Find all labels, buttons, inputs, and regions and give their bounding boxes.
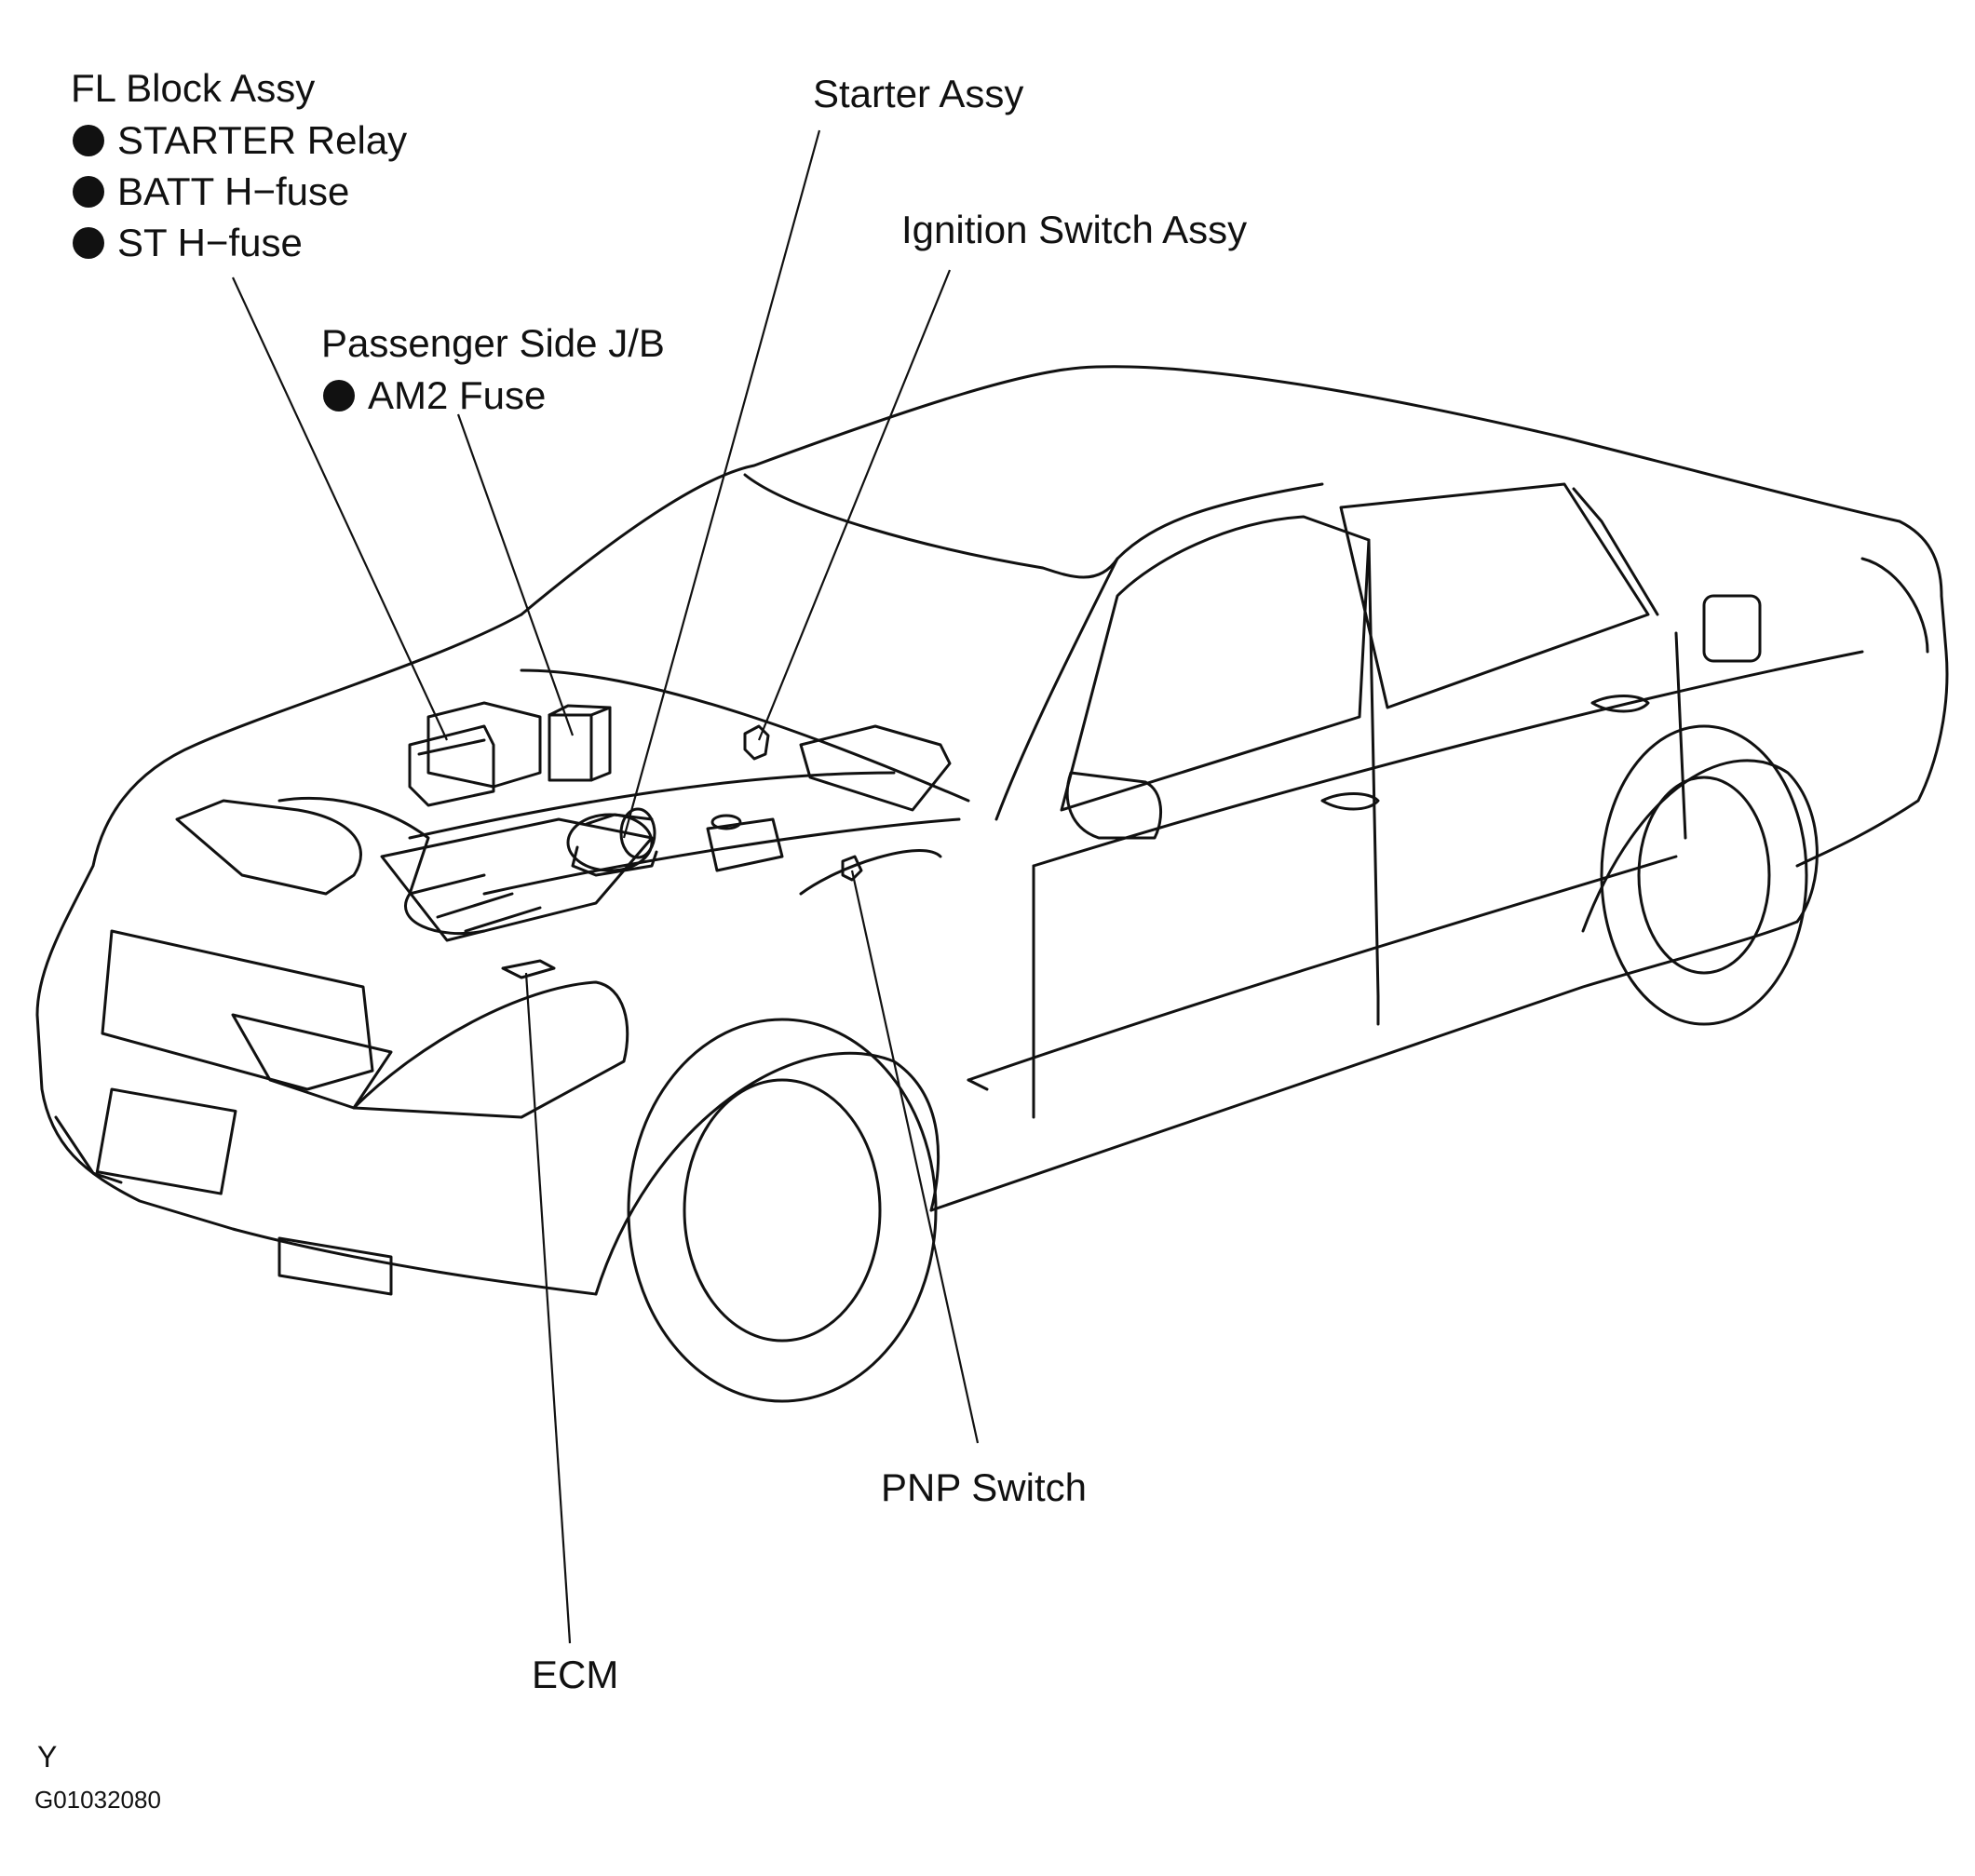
leader-passenger-jb xyxy=(456,413,575,736)
fl-block-item-st-h-fuse: ST H−fuse xyxy=(73,223,303,263)
leader-pnp xyxy=(850,870,980,1444)
ignition-switch-label: Ignition Switch Assy xyxy=(901,208,1248,251)
fl-block-item-batt-h-fuse: BATT H−fuse xyxy=(73,172,349,211)
bullet-icon xyxy=(73,227,104,259)
fl-block-item-label: BATT H−fuse xyxy=(117,169,350,213)
fl-block-item-label: STARTER Relay xyxy=(117,118,408,162)
fl-block-item-starter-relay: STARTER Relay xyxy=(73,121,407,160)
leader-ecm xyxy=(524,972,572,1644)
figure-code: G01032080 xyxy=(34,1786,161,1814)
leader-ignition xyxy=(757,269,952,741)
pnp-switch-label: PNP Switch xyxy=(881,1465,1087,1509)
leader-lines xyxy=(232,129,980,1644)
car-body xyxy=(35,365,1949,1403)
ecm-label: ECM xyxy=(532,1653,619,1696)
reservoir-component xyxy=(706,814,784,872)
passenger-jb-component xyxy=(548,704,612,782)
engine-bay xyxy=(175,796,942,942)
ignition-switch-component xyxy=(743,724,770,761)
bullet-icon xyxy=(323,380,355,412)
passenger-jb-item-am2-fuse: AM2 Fuse xyxy=(323,376,546,415)
fl-block-item-label: ST H−fuse xyxy=(117,221,303,264)
passenger-jb-title: Passenger Side J/B xyxy=(321,321,665,365)
leader-starter xyxy=(622,129,821,839)
ecm-component xyxy=(501,959,556,979)
starter-assy-label: Starter Assy xyxy=(813,72,1024,115)
fl-block-title: FL Block Assy xyxy=(71,66,316,110)
starter-assy-component xyxy=(566,807,658,877)
leader-fl-block xyxy=(232,277,448,741)
passenger-jb-item-label: AM2 Fuse xyxy=(368,373,547,417)
bullet-icon xyxy=(73,125,104,156)
pnp-switch-component xyxy=(841,855,863,882)
footer-letter: Y xyxy=(37,1740,58,1774)
bullet-icon xyxy=(73,176,104,208)
fl-block-assy-component xyxy=(408,701,542,807)
